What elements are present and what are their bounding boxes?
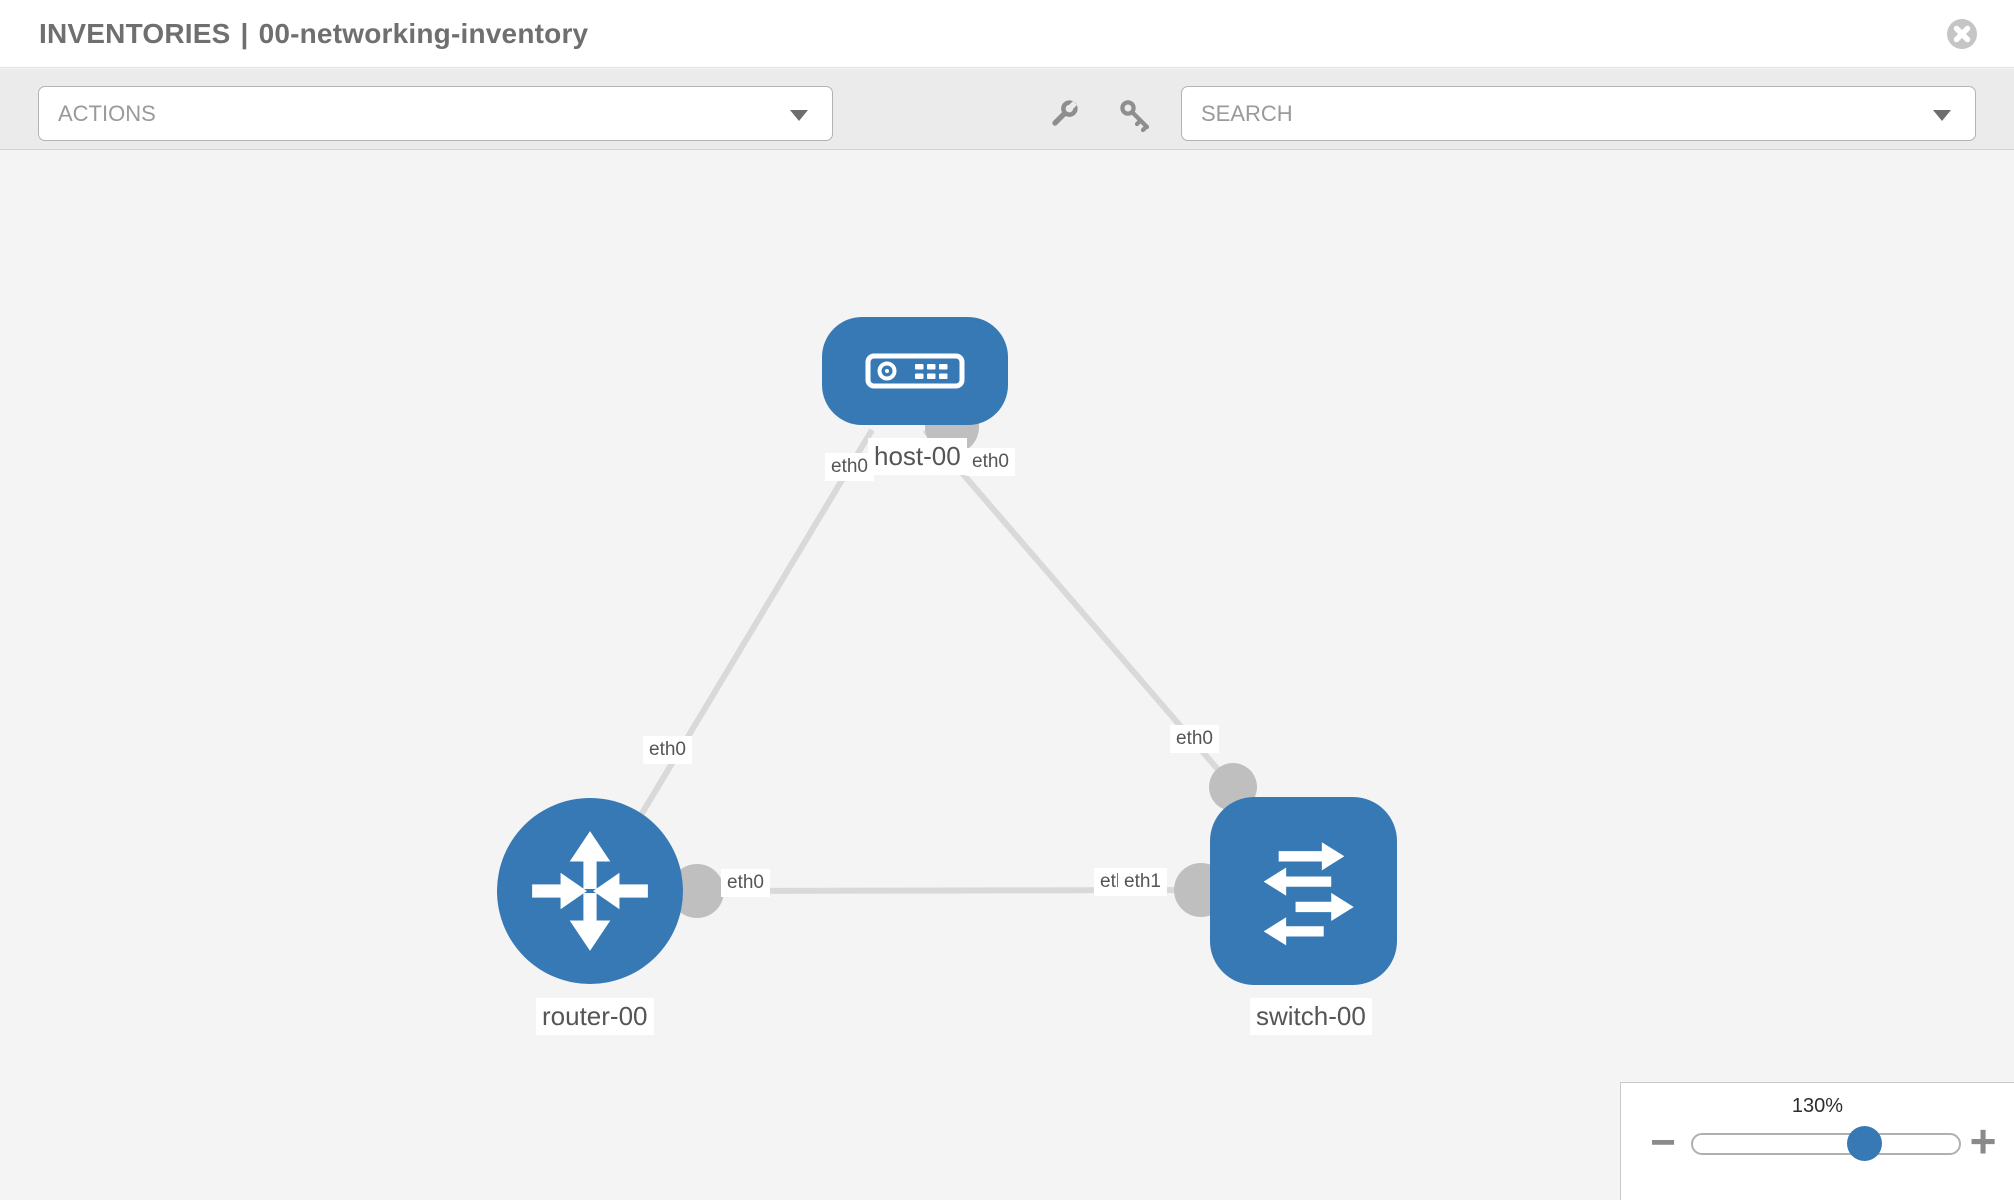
search-placeholder: SEARCH — [1201, 100, 1293, 126]
switch-icon — [1263, 842, 1354, 946]
toolbar: ACTIONS SEARC — [0, 69, 2014, 150]
close-icon — [1947, 19, 1977, 49]
node-switch-00[interactable] — [1210, 797, 1397, 985]
interface-label: eth0 — [1170, 725, 1219, 753]
actions-dropdown[interactable]: ACTIONS — [38, 86, 833, 141]
close-button[interactable] — [1946, 18, 1978, 50]
zoom-level-value: 130% — [1791, 1095, 1844, 1117]
breadcrumb-inventory-name: 00-networking-inventory — [258, 18, 589, 49]
link-host-router — [626, 428, 875, 837]
interface-label: eth1 — [1118, 868, 1167, 896]
zoom-slider-track[interactable] — [1691, 1133, 1961, 1155]
topology-links-layer — [626, 400, 1257, 918]
node-label-router: router-00 — [536, 998, 654, 1035]
zoom-out-button[interactable]: − — [1650, 1118, 1676, 1167]
zoom-slider-knob[interactable] — [1847, 1126, 1882, 1161]
host-icon — [865, 353, 965, 389]
key-icon — [1120, 100, 1150, 133]
interface-label: eth0 — [643, 736, 692, 764]
node-label-switch: switch-00 — [1250, 998, 1372, 1035]
router-icon — [532, 831, 648, 951]
credentials-button[interactable] — [1118, 98, 1152, 133]
wrench-icon — [1052, 100, 1078, 126]
interface-label: eth0 — [721, 869, 770, 897]
actions-dropdown-label: ACTIONS — [58, 100, 156, 126]
chevron-down-icon — [1933, 110, 1951, 121]
interface-label: eth0 — [966, 448, 1015, 476]
tools-button[interactable] — [1046, 98, 1080, 132]
titlebar: INVENTORIES | 00-networking-inventory — [0, 0, 2014, 68]
search-dropdown[interactable]: SEARCH — [1181, 86, 1976, 141]
node-label-host: host-00 — [868, 438, 967, 475]
node-host-00[interactable] — [822, 317, 1008, 425]
chevron-down-icon — [790, 110, 808, 121]
interface-dot-router — [670, 864, 724, 918]
zoom-in-button[interactable]: + — [1969, 1115, 1997, 1167]
node-router-00[interactable] — [497, 798, 683, 984]
page-title: INVENTORIES | 00-networking-inventory — [39, 0, 598, 68]
breadcrumb-separator: | — [240, 18, 249, 49]
interface-label: eth0 — [825, 453, 874, 481]
zoom-panel: 130% − + — [1620, 1082, 2014, 1200]
topology-canvas[interactable]: host-00 router-00 switch-00 eth0 eth0 et… — [0, 150, 2014, 1200]
breadcrumb-section: INVENTORIES — [39, 18, 231, 49]
